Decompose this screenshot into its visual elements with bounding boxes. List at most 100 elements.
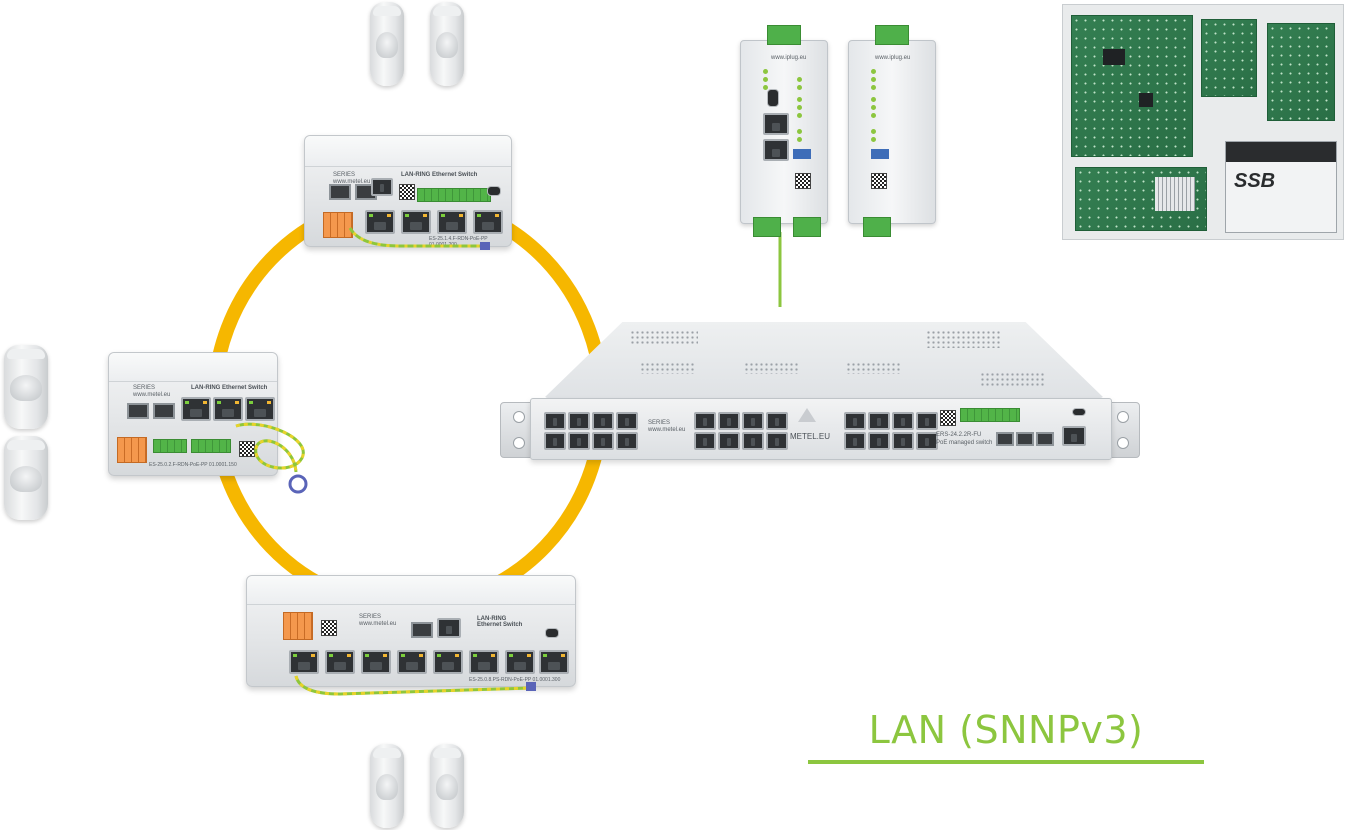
power-terminal (117, 437, 147, 463)
port-8 (539, 650, 569, 674)
din-terminal-bottom-1 (753, 217, 781, 237)
psu-heatsink (1155, 177, 1195, 211)
rack-sfp-3 (1036, 432, 1054, 446)
rack-port-4 (616, 412, 638, 430)
rack-port-3 (592, 412, 614, 430)
qr-code (795, 173, 811, 189)
brand-url: www.metel.eu (359, 621, 396, 627)
din-url: www.iplug.eu (875, 55, 910, 62)
rack-port-21 (844, 432, 866, 450)
vent-2 (640, 362, 696, 374)
rack-port-22 (868, 432, 890, 450)
rack-console-port (1062, 426, 1086, 446)
pir-sensor-bottom-2 (430, 744, 464, 828)
rack-port-8 (616, 432, 638, 450)
qr-code (399, 184, 415, 200)
port-2 (325, 650, 355, 674)
rack-port-5 (544, 432, 566, 450)
rack-port-12 (766, 412, 788, 430)
rack-port-24 (916, 432, 938, 450)
earth-wire-left (232, 418, 322, 498)
uplink-port (371, 178, 393, 196)
sfp-port (411, 622, 433, 638)
rack-port-23 (892, 432, 914, 450)
port-4 (397, 650, 427, 674)
rack-model: ERS-24.2.2R-FU (936, 432, 981, 439)
port-1 (289, 650, 319, 674)
brand-url: www.metel.eu (133, 392, 170, 398)
rack-port-14 (718, 432, 740, 450)
rack-brand: METEL.EU (790, 432, 830, 441)
terminal-block (417, 188, 491, 202)
rack-port-20 (916, 412, 938, 430)
din-module-left: www.iplug.eu (740, 40, 828, 224)
qr-code (871, 173, 887, 189)
port-5 (433, 650, 463, 674)
rack-port-10 (718, 412, 740, 430)
warning-triangle-icon (798, 408, 816, 422)
din-terminal-bottom (863, 217, 891, 237)
pir-sensor-top-2 (430, 2, 464, 86)
usb-slot (545, 628, 559, 638)
terminal-block-2 (191, 439, 231, 453)
rack-port-9 (694, 412, 716, 430)
switch-title: LAN-RING Ethernet Switch (191, 385, 267, 391)
qr-code (321, 620, 337, 636)
battery: SSB (1225, 141, 1337, 233)
pcb-module-2 (1267, 23, 1335, 121)
pir-sensor-top-1 (370, 2, 404, 86)
din-terminal-bottom-2 (793, 217, 821, 237)
rack-port-15 (742, 432, 764, 450)
rack-usb-slot (1072, 408, 1086, 416)
rack-port-16 (766, 432, 788, 450)
pcb-module-1 (1201, 19, 1257, 97)
uplink-port (437, 618, 461, 638)
rack-title: PoE managed switch (936, 440, 992, 447)
power-terminal (283, 612, 313, 640)
port-3 (361, 650, 391, 674)
battery-brand: SSB (1234, 170, 1275, 193)
rack-port-6 (568, 432, 590, 450)
port-7 (505, 650, 535, 674)
rack-port-19 (892, 412, 914, 430)
vent-6 (980, 372, 1044, 386)
din-module-right: www.iplug.eu (848, 40, 936, 224)
rack-port-17 (844, 412, 866, 430)
rack-port-2 (568, 412, 590, 430)
rack-port-13 (694, 432, 716, 450)
rack-port-1 (544, 412, 566, 430)
din-eth-port-1 (763, 113, 789, 135)
port-6 (469, 650, 499, 674)
series-label: SERIES (133, 385, 155, 391)
vent-3 (744, 362, 800, 374)
rack-switch-top-cover (544, 322, 1104, 398)
earth-wire-top (340, 226, 500, 256)
rack-port-18 (868, 412, 890, 430)
rack-sfp-1 (996, 432, 1014, 446)
din-dip-switch (871, 149, 889, 159)
din-terminal-top (767, 25, 801, 45)
series-label: SERIES (333, 172, 355, 178)
series-label: SERIES (359, 614, 381, 620)
qr-code (940, 410, 956, 426)
din-eth-port-2 (763, 139, 789, 161)
din-usb-port (767, 89, 779, 107)
pir-sensor-left-1 (4, 345, 48, 429)
pir-sensor-bottom-1 (370, 744, 404, 828)
sfp-port-1 (329, 184, 351, 200)
vent-4 (846, 362, 902, 374)
lan-legend-line (808, 760, 1204, 764)
terminal-block (960, 408, 1020, 422)
sfp-port-1 (127, 403, 149, 419)
switch-title-line2: Ethernet Switch (477, 622, 522, 628)
vent-1 (630, 330, 698, 346)
terminal-block-1 (153, 439, 187, 453)
pir-sensor-left-2 (4, 436, 48, 520)
earth-wire-bottom (290, 672, 550, 702)
rack-sfp-2 (1016, 432, 1034, 446)
switch-title: LAN-RING Ethernet Switch (477, 616, 522, 628)
din-terminal-top (875, 25, 909, 45)
din-url: www.iplug.eu (771, 55, 806, 62)
brand-url: www.metel.eu (648, 427, 685, 433)
